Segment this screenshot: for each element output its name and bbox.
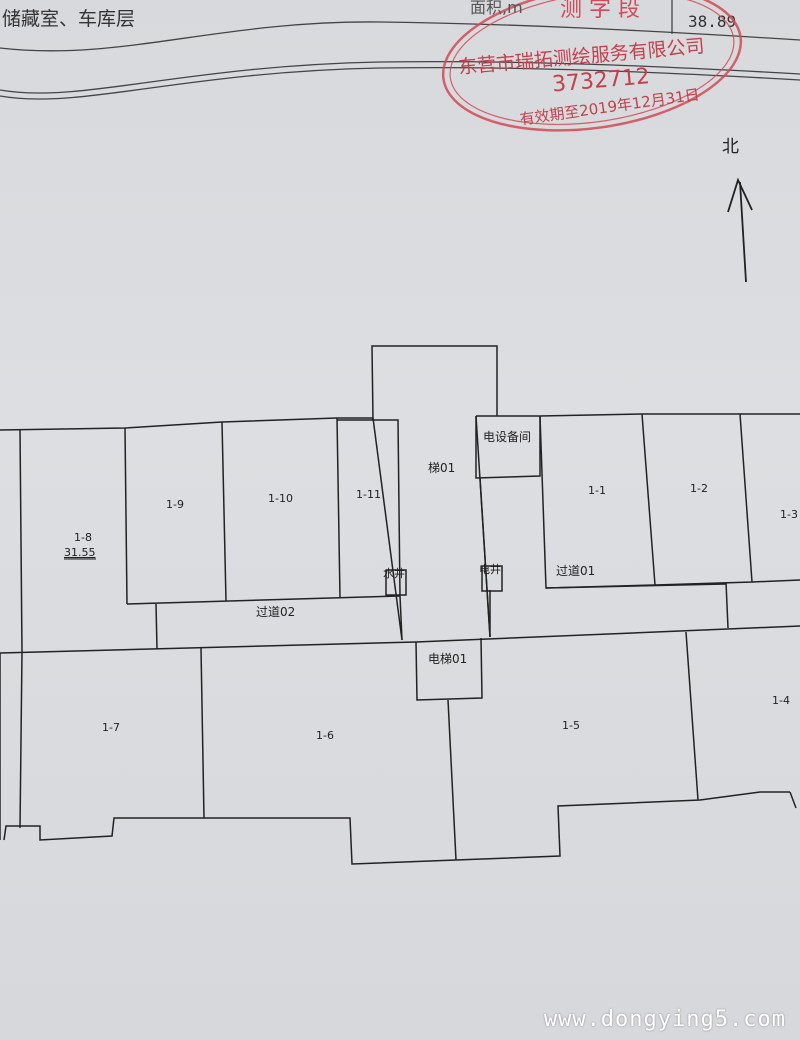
area-label: 面积,m [470,0,523,17]
corridor-02-label: 过道02 [256,605,295,619]
room-1-8-label: 1-8 [74,531,92,544]
room-1-3-label: 1-3 [780,508,798,521]
room-1-11-label: 1-11 [356,488,381,501]
stair-01-label: 梯01 [428,461,455,475]
area-value: 38.89 [688,12,737,31]
electrical-room-label: 电设备间 [483,430,531,444]
corridor-01-label: 过道01 [556,564,595,578]
room-1-1-label: 1-1 [588,484,606,497]
stamp-top-text: 测 字 段 [560,0,640,22]
room-1-10-label: 1-10 [268,492,293,505]
header-table-lines [0,0,800,100]
room-1-8-area: 31.55 [64,546,96,559]
floor-plan-walls [0,345,800,865]
category-text: 储藏室、车库层 [2,8,136,30]
room-1-4-label: 1-4 [772,694,790,707]
water-shaft-label: 水井 [383,566,405,580]
elevator-01-label: 电梯01 [428,652,467,666]
north-label: 北 [722,137,739,157]
room-1-6-label: 1-6 [316,729,334,742]
official-stamp [441,0,743,132]
electrical-shaft-label: 电井 [479,562,501,576]
watermark: www.dongying5.com [543,1007,786,1032]
room-1-2-label: 1-2 [690,482,708,495]
room-1-9-label: 1-9 [166,498,184,511]
room-1-7-label: 1-7 [102,721,120,734]
room-1-5-label: 1-5 [562,719,580,732]
north-arrow-icon [727,177,753,283]
